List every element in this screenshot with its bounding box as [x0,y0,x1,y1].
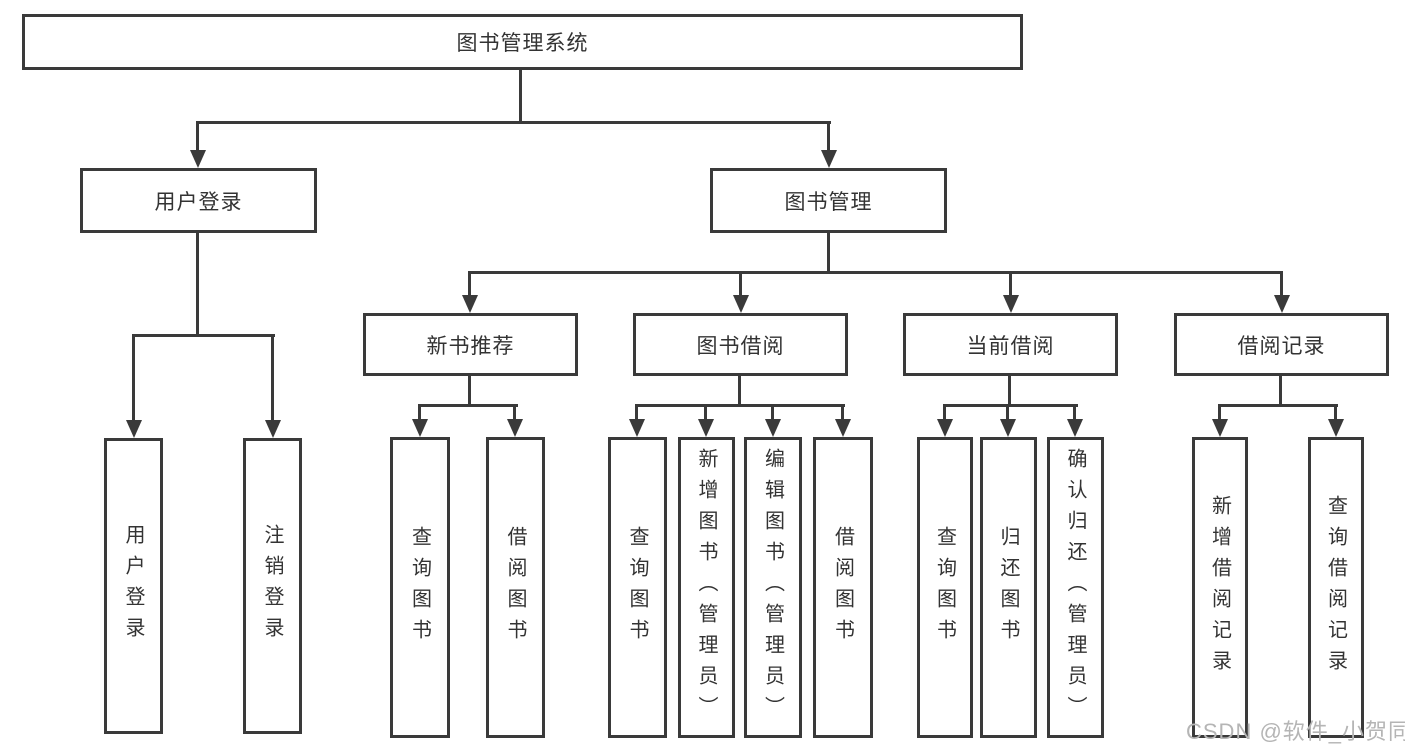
leaf-borrow-query-book: 查询图书 [608,437,667,738]
arrowhead-down-icon [507,419,523,437]
node-book-borrow: 图书借阅 [633,313,848,376]
connector-line [418,404,518,407]
connector-line [1280,271,1283,297]
arrowhead-down-icon [126,420,142,438]
connector-line [196,233,199,337]
arrowhead-down-icon [698,419,714,437]
connector-line [738,376,741,407]
node-borrow-record: 借阅记录 [1174,313,1389,376]
node-user-login-group: 用户登录 [80,168,317,233]
node-new-book-recommend: 新书推荐 [363,313,578,376]
leaf-user-login-label: 用户登录 [122,524,144,648]
leaf-add-borrow-record-label: 新增借阅记录 [1208,494,1231,681]
connector-line [196,121,831,124]
arrowhead-down-icon [1000,419,1016,437]
connector-line [1279,376,1282,407]
connector-line [943,404,1078,407]
arrowhead-down-icon [835,419,851,437]
connector-line [827,121,830,152]
leaf-edit-book-admin-label: 编辑图书（管理员） [761,448,784,727]
connector-line [132,334,275,337]
arrowhead-down-icon [733,295,749,313]
leaf-add-book-admin-label: 新增图书（管理员） [695,448,717,727]
leaf-borrow-query-book-label: 查询图书 [626,525,648,650]
leaf-user-login: 用户登录 [104,438,163,734]
leaf-confirm-return-admin: 确认归还（管理员） [1047,437,1104,738]
connector-line [704,404,707,421]
connector-line [943,404,946,421]
connector-line [468,376,471,407]
arrowhead-down-icon [629,419,645,437]
connector-line [1006,404,1009,421]
leaf-add-book-admin: 新增图书（管理员） [678,437,735,738]
arrowhead-down-icon [265,420,281,438]
leaf-borrow-book-label: 借阅图书 [831,525,854,650]
csdn-watermark: CSDN @软件_小贺同学 [1186,719,1405,744]
connector-line [271,334,274,422]
connector-line [771,404,774,421]
leaf-logout: 注销登录 [243,438,302,734]
leaf-return-book: 归还图书 [980,437,1037,738]
leaf-query-borrow-record-label: 查询借阅记录 [1324,494,1347,681]
leaf-current-query-book-label: 查询图书 [933,525,956,650]
connector-line [1218,404,1338,407]
connector-line [1334,404,1337,421]
arrowhead-down-icon [1328,419,1344,437]
connector-line [1009,271,1012,297]
leaf-edit-book-admin: 编辑图书（管理员） [744,437,802,738]
arrowhead-down-icon [190,150,206,168]
node-current-borrow: 当前借阅 [903,313,1118,376]
node-book-management: 图书管理 [710,168,947,233]
arrowhead-down-icon [412,419,428,437]
connector-line [468,271,471,297]
leaf-confirm-return-admin-label: 确认归还（管理员） [1064,448,1086,727]
connector-line [635,404,638,421]
connector-line [635,404,845,407]
leaf-rec-query-book-label: 查询图书 [408,525,431,650]
leaf-return-book-label: 归还图书 [997,525,1019,650]
arrowhead-down-icon [1003,295,1019,313]
connector-line [468,271,1283,274]
connector-line [196,121,199,152]
arrowhead-down-icon [765,419,781,437]
leaf-rec-borrow-book: 借阅图书 [486,437,545,738]
arrowhead-down-icon [1067,419,1083,437]
arrowhead-down-icon [937,419,953,437]
leaf-query-borrow-record: 查询借阅记录 [1308,437,1364,738]
leaf-rec-query-book: 查询图书 [390,437,450,738]
leaf-rec-borrow-book-label: 借阅图书 [504,525,526,650]
connector-line [841,404,844,421]
connector-line [827,233,830,274]
connector-line [1073,404,1076,421]
connector-line [513,404,516,421]
leaf-logout-label: 注销登录 [261,524,283,648]
connector-line [1218,404,1221,421]
connector-line [1008,376,1011,407]
arrowhead-down-icon [462,295,478,313]
leaf-current-query-book: 查询图书 [917,437,973,738]
connector-line [519,70,522,123]
connector-line [418,404,421,421]
arrowhead-down-icon [1212,419,1228,437]
node-root: 图书管理系统 [22,14,1023,70]
arrowhead-down-icon [821,150,837,168]
leaf-add-borrow-record: 新增借阅记录 [1192,437,1248,738]
leaf-borrow-book: 借阅图书 [813,437,873,738]
arrowhead-down-icon [1274,295,1290,313]
connector-line [132,334,135,422]
connector-line [739,271,742,297]
